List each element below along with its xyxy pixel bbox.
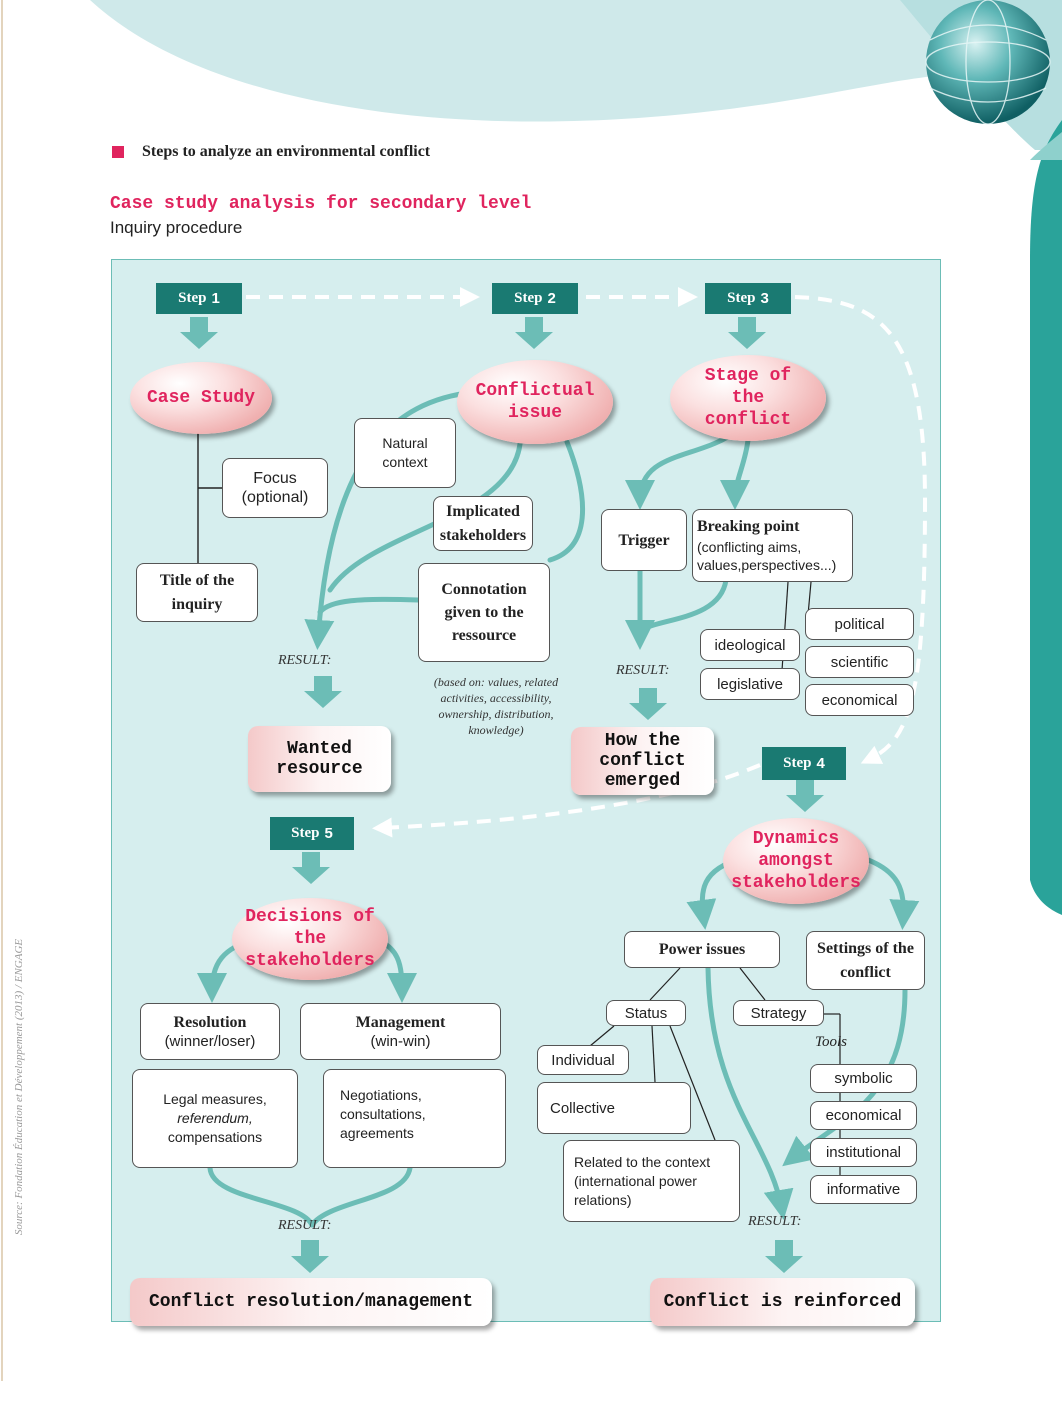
- stage-conflict-ellipse: Stage of the conflict: [670, 355, 826, 441]
- economical-tool-box: economical: [810, 1101, 917, 1130]
- related-context-box: Related to the context (international po…: [563, 1140, 740, 1222]
- management-box: Management (win-win): [300, 1003, 501, 1060]
- case-subtitle: Inquiry procedure: [110, 218, 243, 237]
- status-box: Status: [606, 1000, 686, 1026]
- resolution-sub: (winner/loser): [164, 1032, 256, 1050]
- symbolic-box: symbolic: [810, 1064, 917, 1093]
- arrow-result4: [765, 1240, 803, 1273]
- arrow-result2: [629, 688, 667, 720]
- legal-measures-line2: referendum,: [177, 1110, 253, 1126]
- result-label-3: RESULT:: [278, 1218, 332, 1233]
- case-title: Case study analysis for secondary level: [110, 194, 532, 214]
- breaking-point-title: Breaking point: [697, 517, 800, 535]
- arrow-step3: [728, 317, 766, 349]
- decisions-ellipse: Decisions of the stakeholders: [232, 898, 388, 980]
- header-wave: [90, 0, 1062, 122]
- wanted-resource-result: Wanted resource: [248, 726, 391, 792]
- conflictual-issue-ellipse: Conflictual issue: [457, 360, 613, 444]
- legal-measures-line3: compensations: [167, 1129, 263, 1145]
- scientific-box: scientific: [805, 646, 914, 678]
- focus-box: Focus (optional): [222, 458, 328, 518]
- natural-context-box: Natural context: [354, 418, 456, 488]
- connotation-box: Connotation given to the ressource: [418, 563, 550, 662]
- political-box: political: [805, 608, 914, 640]
- section-heading: Steps to analyze an environmental confli…: [142, 143, 431, 160]
- individual-box: Individual: [537, 1045, 629, 1075]
- negotiations-box: Negotiations, consultations, agreements: [323, 1069, 506, 1168]
- result-label-4: RESULT:: [748, 1214, 802, 1229]
- conflict-reinforced-result: Conflict is reinforced: [650, 1278, 915, 1326]
- legal-measures-line1: Legal measures,: [163, 1091, 267, 1107]
- side-tab: [1030, 120, 1062, 915]
- connotation-note: (based on: values, related activities, a…: [433, 675, 559, 737]
- dynamics-ellipse: Dynamics amongst stakeholders: [723, 818, 869, 904]
- arrow-result3: [291, 1240, 329, 1273]
- institutional-box: institutional: [810, 1138, 917, 1167]
- conflict-resolution-result: Conflict resolution/management: [130, 1278, 492, 1326]
- implicated-stakeholders-box: Implicated stakeholders: [433, 496, 533, 551]
- globe-icon: [926, 0, 1050, 124]
- ideological-box: ideological: [700, 629, 800, 661]
- resolution-box: Resolution (winner/loser): [140, 1003, 280, 1060]
- settings-conflict-box: Settings of the conflict: [806, 931, 925, 990]
- management-sub: (win-win): [370, 1032, 431, 1050]
- economical-box: economical: [805, 684, 914, 716]
- case-study-ellipse: Case Study: [130, 362, 272, 434]
- how-conflict-emerged-result: How the conflict emerged: [571, 727, 714, 795]
- result-label-1: RESULT:: [278, 653, 332, 668]
- management-title: Management: [355, 1013, 446, 1031]
- breaking-point-box: Breaking point (conflicting aims, values…: [692, 509, 853, 582]
- informative-box: informative: [810, 1175, 917, 1204]
- arrow-step1: [180, 317, 218, 349]
- section-bullet: [112, 146, 124, 158]
- result-label-2: RESULT:: [616, 663, 670, 678]
- legal-measures-box: Legal measures, referendum, compensation…: [132, 1069, 298, 1168]
- page-decoration: [1, 0, 1062, 1381]
- tools-label: Tools: [815, 1034, 847, 1050]
- arrow-step2: [515, 317, 553, 349]
- strategy-box: Strategy: [733, 1000, 824, 1026]
- power-issues-box: Power issues: [624, 931, 780, 968]
- legislative-box: legislative: [700, 668, 800, 700]
- collective-box: Collective: [537, 1082, 691, 1134]
- trigger-box: Trigger: [601, 509, 687, 571]
- title-inquiry-box: Title of the inquiry: [136, 563, 258, 622]
- resolution-title: Resolution: [173, 1013, 247, 1031]
- arrow-result1: [304, 676, 342, 708]
- breaking-point-desc: (conflicting aims, values,perspectives..…: [697, 538, 837, 573]
- arrow-step5: [292, 852, 330, 884]
- arrow-step4: [786, 780, 824, 812]
